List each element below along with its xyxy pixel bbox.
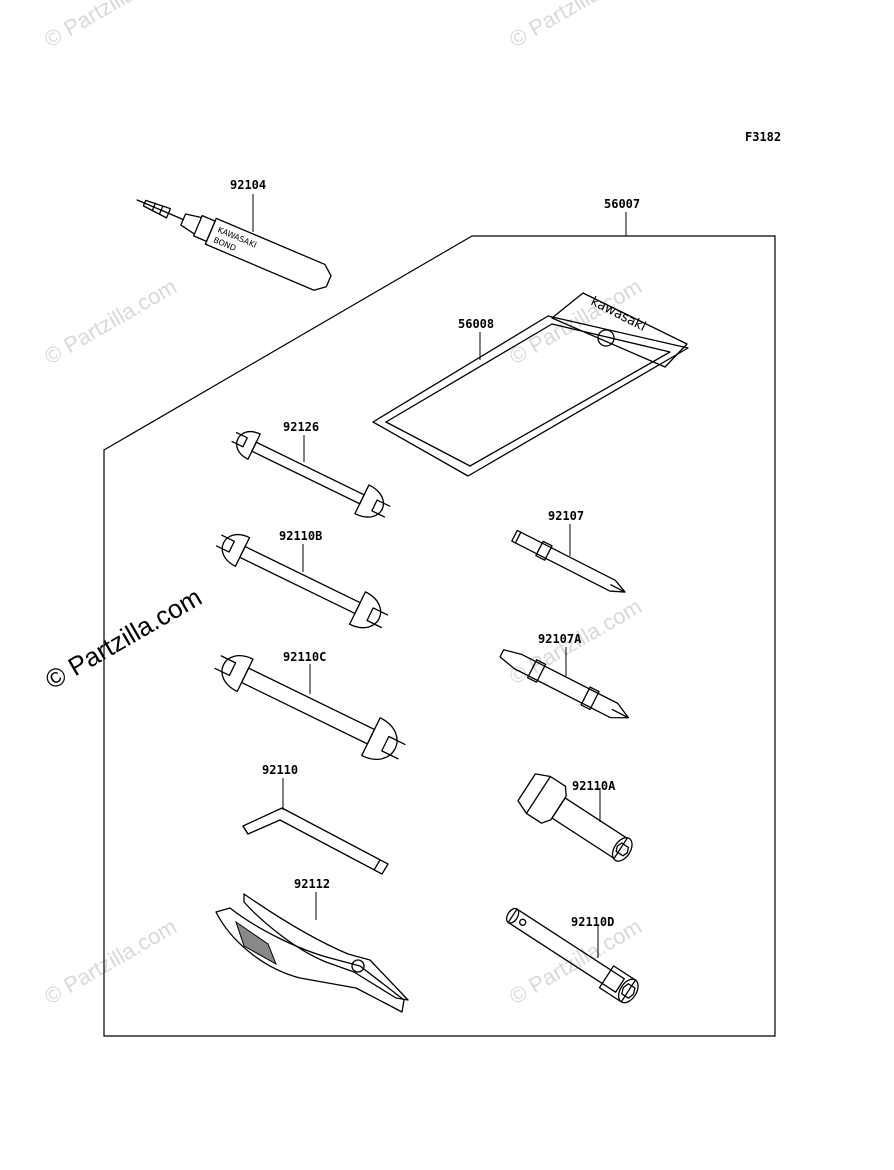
label-92110C: 92110C	[283, 650, 326, 664]
watermark: © Partzilla.com	[40, 0, 181, 52]
screwdriver-bit-92107: 92107	[511, 509, 626, 593]
wrench-92126: 92126	[231, 420, 391, 518]
figure-code: F3182	[745, 130, 781, 144]
label-92112: 92112	[294, 877, 330, 891]
wrench-92110C: 92110C	[214, 650, 406, 760]
label-92110B: 92110B	[279, 529, 322, 543]
pliers-92112: 92112	[215, 877, 409, 1013]
tool-pouch-56008: kawasaki 56008	[372, 292, 689, 477]
hex-key-92110: 92110	[242, 763, 389, 875]
label-56008: 56008	[458, 317, 494, 331]
label-92110: 92110	[262, 763, 298, 777]
watermark: © Partzilla.com	[40, 274, 181, 370]
label-92110A: 92110A	[572, 779, 616, 793]
watermark-primary: © Partzilla.com	[40, 582, 207, 696]
watermark: © Partzilla.com	[40, 914, 181, 1010]
label-92107A: 92107A	[538, 632, 582, 646]
watermarks: © Partzilla.com © Partzilla.com © Partzi…	[40, 0, 646, 1009]
box-wrench-92110D: 92110D	[505, 907, 639, 1004]
kit-outline	[103, 235, 776, 1037]
label-92107: 92107	[548, 509, 584, 523]
wrench-92110B: 92110B	[215, 529, 389, 629]
label-92110D: 92110D	[571, 915, 614, 929]
label-92126: 92126	[283, 420, 319, 434]
label-kit: 56007	[604, 197, 640, 211]
label-92104: 92104	[230, 178, 266, 192]
watermark: © Partzilla.com	[505, 0, 646, 52]
screwdriver-bit-92107A: 92107A	[499, 632, 630, 719]
plug-wrench-92110A: 92110A	[517, 773, 633, 862]
